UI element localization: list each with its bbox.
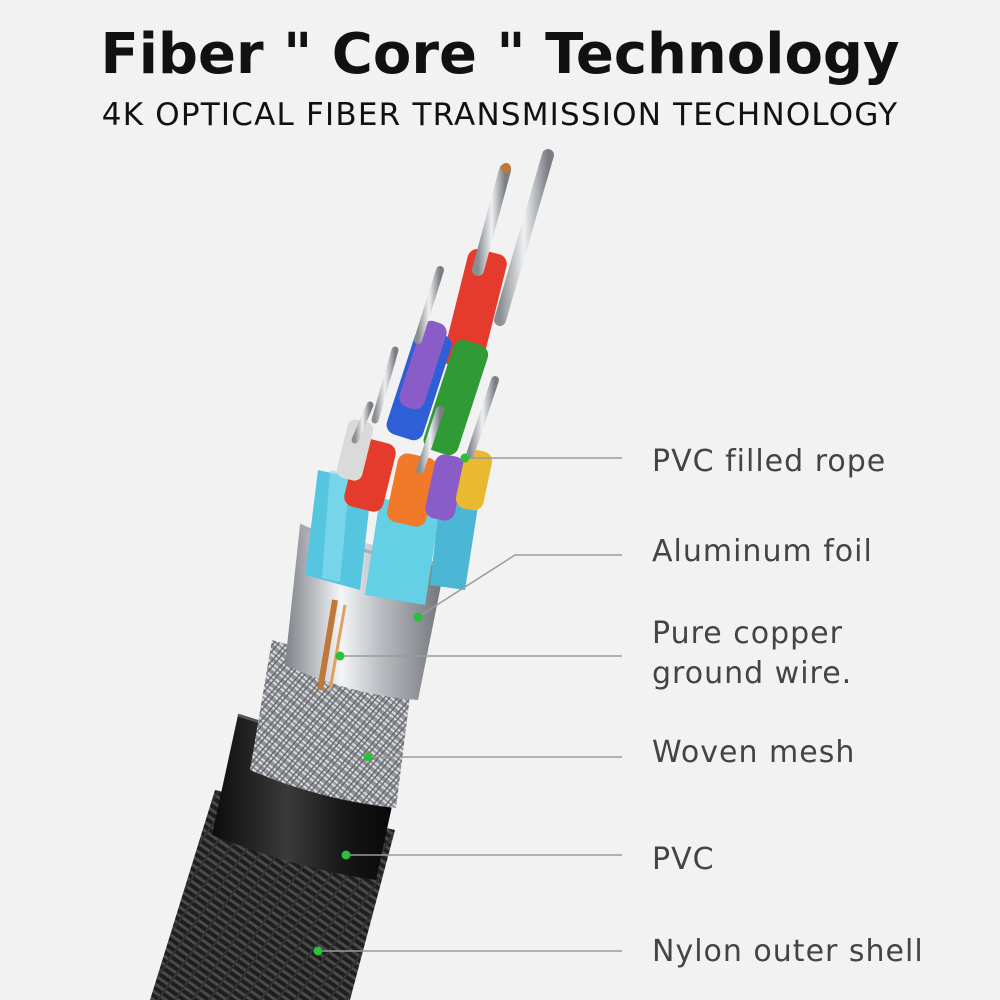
colored-wires-graphic xyxy=(336,249,507,527)
label-woven-mesh: Woven mesh xyxy=(652,735,856,770)
label-nylon-outer-shell: Nylon outer shell xyxy=(652,934,924,969)
label-pure-copper-line2: ground wire. xyxy=(652,656,853,691)
label-pvc: PVC xyxy=(652,842,715,877)
steel-strands-graphic xyxy=(351,149,554,474)
page-title: Fiber " Core " Technology xyxy=(100,22,900,87)
label-pvc-filled-rope: PVC filled rope xyxy=(652,444,887,479)
page-subtitle: 4K OPTICAL FIBER TRANSMISSION TECHNOLOGY xyxy=(101,97,899,133)
label-pure-copper-line1: Pure copper xyxy=(652,616,843,651)
label-aluminum-foil: Aluminum foil xyxy=(652,534,873,569)
label-pure-copper-ground-wire: Pure copper ground wire. xyxy=(652,614,852,694)
leader-lines xyxy=(318,457,622,952)
leader-dots xyxy=(313,453,470,956)
